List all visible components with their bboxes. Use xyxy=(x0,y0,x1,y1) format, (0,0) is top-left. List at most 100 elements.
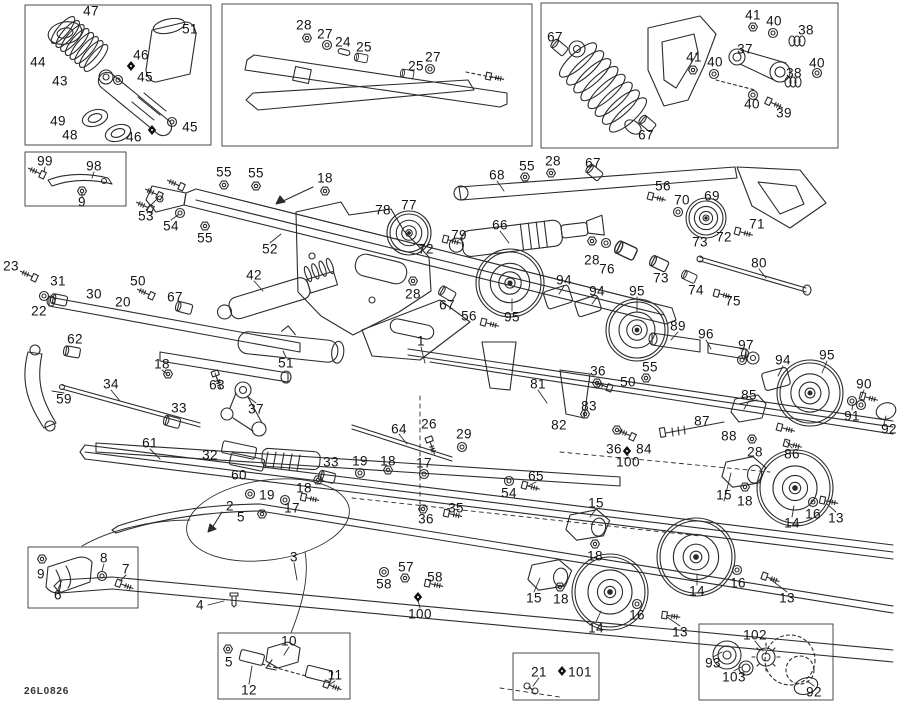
bolt-icon xyxy=(484,71,505,82)
direction-arrows xyxy=(207,186,314,533)
coil-springs xyxy=(50,16,648,283)
nut-icon xyxy=(218,180,230,190)
torque-strap xyxy=(24,344,57,432)
bolt-icon xyxy=(423,578,444,589)
bush-icon xyxy=(550,38,569,57)
rear-arm-tube xyxy=(453,166,827,229)
hardware-fasteners xyxy=(19,22,879,695)
bolt-icon xyxy=(775,422,796,433)
bush-icon xyxy=(649,255,670,273)
callout-circle xyxy=(81,478,350,634)
main-rail xyxy=(79,444,894,560)
cross-tubes xyxy=(46,295,621,487)
bolt-icon xyxy=(19,270,39,283)
clip-icon xyxy=(523,682,539,695)
front-arm xyxy=(145,185,677,325)
washer-icon xyxy=(600,237,612,249)
bolt-icon xyxy=(818,495,839,506)
nut-icon xyxy=(76,186,88,196)
bolt-icon xyxy=(858,391,879,402)
nut-icon xyxy=(256,509,268,519)
diamond-icon xyxy=(126,61,136,71)
washer-icon xyxy=(811,67,823,79)
nut-icon xyxy=(579,409,591,419)
coil-icon xyxy=(784,76,802,88)
bolt-icon xyxy=(322,679,342,691)
nut-icon xyxy=(399,573,411,583)
upper-rail xyxy=(407,341,894,435)
bush-icon xyxy=(638,114,657,133)
idler-links xyxy=(648,332,760,365)
washer-icon xyxy=(378,566,390,578)
bolt-icon xyxy=(136,288,156,301)
center-shock xyxy=(448,214,605,257)
bush-icon xyxy=(317,469,337,484)
washer-icon xyxy=(166,116,178,128)
suspension-arms-inset-art xyxy=(244,54,508,111)
washer-icon xyxy=(631,598,643,610)
bolt-icon xyxy=(520,480,541,491)
nut-icon xyxy=(586,236,598,246)
bush-icon xyxy=(49,293,69,307)
washer-icon xyxy=(174,207,186,219)
frame-plate xyxy=(295,201,471,361)
mount-blocks xyxy=(543,284,791,391)
bolt-icon xyxy=(442,508,463,519)
bolt-icon xyxy=(424,435,436,455)
bracket-strap-inset-art xyxy=(47,173,113,187)
washer-icon xyxy=(807,496,819,508)
coil-spring xyxy=(303,257,335,283)
idler-wheel xyxy=(685,197,727,239)
bearing-kit-inset-art xyxy=(712,634,819,696)
screw-icon xyxy=(229,592,239,608)
washer-icon xyxy=(424,63,436,75)
washer-icon xyxy=(747,89,759,101)
bush-icon xyxy=(681,269,698,284)
washer-icon xyxy=(456,441,468,453)
nut-icon xyxy=(36,554,48,564)
nut-icon xyxy=(319,186,331,196)
rear-shock-inset-art xyxy=(568,15,791,135)
idler-wheel xyxy=(776,359,844,427)
bolt-icon xyxy=(760,571,780,583)
washer-icon xyxy=(672,206,684,218)
bolt-icon xyxy=(764,96,784,109)
idler-wheel xyxy=(605,298,669,362)
bolt-icon xyxy=(782,438,803,449)
bush-icon xyxy=(62,345,81,359)
washer-icon xyxy=(731,564,743,576)
nut-icon xyxy=(417,504,429,514)
washer-icon xyxy=(418,468,430,480)
washer-icon xyxy=(321,39,333,51)
front-shock-inset-art xyxy=(47,17,197,143)
nut-icon xyxy=(589,539,601,549)
diamond-icon xyxy=(413,592,423,602)
idler-wheel xyxy=(756,449,834,527)
coil-icon xyxy=(788,35,806,47)
washer-icon xyxy=(767,27,779,39)
nut-icon xyxy=(747,22,759,32)
nut-icon xyxy=(640,373,652,383)
nut-icon xyxy=(301,33,313,43)
washer-icon xyxy=(38,290,50,302)
axle-cap xyxy=(875,402,897,420)
bottom-rail xyxy=(53,576,894,663)
bolt-icon xyxy=(299,492,320,503)
inset-boxes xyxy=(24,2,839,701)
bolt-icon xyxy=(210,369,222,389)
bolt-icon xyxy=(646,191,667,202)
washer-icon xyxy=(736,354,748,366)
idler-wheel xyxy=(656,517,736,597)
bush-icon xyxy=(614,240,638,261)
washer-icon xyxy=(855,399,867,411)
washer-icon xyxy=(112,74,124,86)
washer-icon xyxy=(503,475,515,487)
nut-icon xyxy=(199,221,211,231)
wheel-carriers xyxy=(527,456,767,591)
bolt-icon xyxy=(617,429,637,442)
nut-icon xyxy=(739,482,751,492)
idler-wheel xyxy=(475,248,545,318)
leader-lines xyxy=(43,166,887,687)
washer-icon xyxy=(846,395,858,407)
